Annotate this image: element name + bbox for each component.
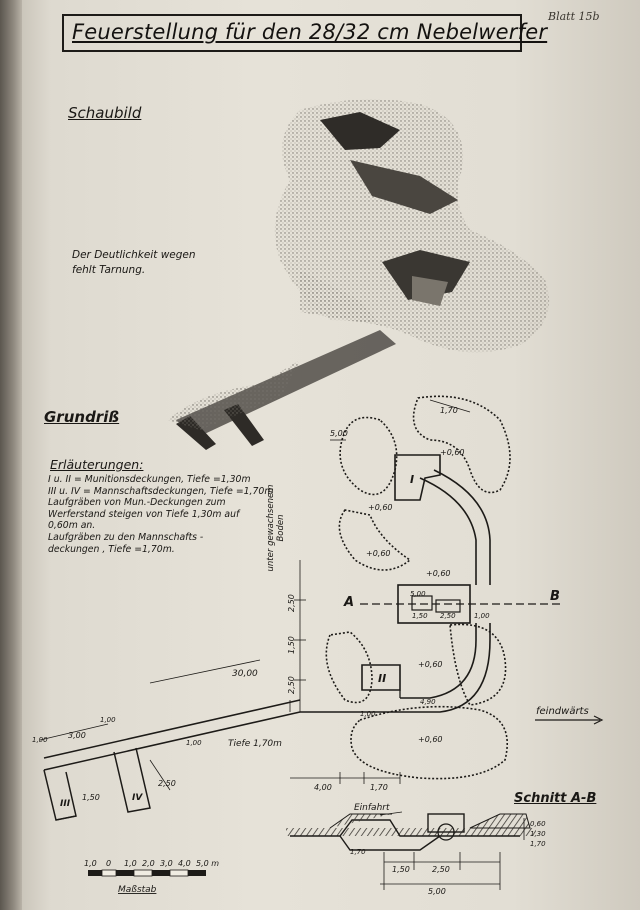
sheet-number: Blatt 15b xyxy=(548,10,600,23)
dim-label: 1,00 xyxy=(186,739,202,747)
dim-label: +0,60 xyxy=(418,660,443,669)
dim-label: 5,00 xyxy=(330,429,348,438)
scale-tick: 5,0 m xyxy=(196,859,219,868)
legend-line: Werferstand steigen von Tiefe 1,30m auf xyxy=(48,508,240,520)
dim-label: 1,70 xyxy=(530,840,546,848)
dim-label: 1,50 xyxy=(412,612,428,620)
dim-label: 1,70 xyxy=(440,406,458,415)
plan-drawing xyxy=(39,395,604,821)
legend-line: Laufgräben von Mun.-Deckungen zum xyxy=(48,497,226,509)
page-title: Feuerstellung für den 28/32 cm Nebelwerf… xyxy=(72,20,548,44)
dim-label: 2,50 xyxy=(287,676,296,694)
earth-mound xyxy=(339,416,398,496)
dim-label: 1,00 xyxy=(474,612,490,620)
binding-edge xyxy=(0,0,22,910)
scale-tick: 4,0 xyxy=(178,859,191,868)
plan-labels: I II III IV A B feindwärts 1,70 5,00 +0,… xyxy=(32,406,589,809)
scale-tick: 3,0 xyxy=(160,859,173,868)
dim-label: 30,00 xyxy=(232,669,258,679)
scale-tick: 1,0 xyxy=(84,859,97,868)
legend-line: deckungen , Tiefe =1,70m. xyxy=(48,543,175,555)
legend-line: 0,60m an. xyxy=(48,520,96,532)
scale-tick: 0 xyxy=(106,859,111,868)
dim-label: 1,50 xyxy=(287,636,296,654)
legend-heading: Erläuterungen: xyxy=(50,457,144,472)
scale-bar: 1,0 0 1,0 2,0 3,0 4,0 5,0 m Maßstab xyxy=(84,859,219,895)
earth-mound xyxy=(350,705,509,780)
dim-label: 1,00 xyxy=(32,736,48,744)
dim-label: 2,50 xyxy=(432,865,450,874)
dim-label: 4,90 xyxy=(420,698,436,706)
dim-label: 1,50 xyxy=(392,865,410,874)
section-drawing: Einfahrt 0,60 1,30 1,70 1,50 2,50 5,00 1… xyxy=(286,803,546,896)
perspective-sketch xyxy=(168,99,550,450)
earth-mound xyxy=(412,395,511,494)
earth-mound xyxy=(325,631,373,704)
earth-mound xyxy=(338,509,412,571)
dim-label: +0,60 xyxy=(426,569,451,578)
section-label: Einfahrt xyxy=(354,803,390,813)
dim-label: 1,50 xyxy=(82,793,100,802)
perspective-heading: Schaubild xyxy=(68,104,142,122)
dim-label: 5,00 xyxy=(428,887,446,896)
dim-label: 1,00 xyxy=(100,716,116,724)
dim-label: 0,60 xyxy=(530,820,546,828)
section-marker-a: A xyxy=(343,595,354,610)
roman-label: III xyxy=(60,799,71,809)
scale-label: Maßstab xyxy=(118,885,157,895)
scale-tick: 2,0 xyxy=(142,859,155,868)
dim-label: Tiefe 1,70m xyxy=(228,739,282,749)
dim-label: +0,60 xyxy=(418,735,443,744)
legend-line: I u. II = Munitionsdeckungen, Tiefe =1,3… xyxy=(48,474,251,485)
legend-line: Laufgräben zu den Mannschafts - xyxy=(48,531,204,543)
title-frame xyxy=(62,14,522,52)
roman-label: I xyxy=(410,473,414,486)
perspective-note: Der Deutlichkeit wegen fehlt Tarnung. xyxy=(72,249,196,276)
section-heading: Schnitt A-B xyxy=(514,791,597,806)
legend-text: I u. II = Munitionsdeckungen, Tiefe =1,3… xyxy=(48,474,288,555)
roman-label: II xyxy=(378,672,386,685)
dim-label: 1,70 xyxy=(350,848,366,856)
dim-label: +0,60 xyxy=(440,448,465,457)
dim-label: 1,00 xyxy=(360,710,376,718)
plan-heading: Grundriß xyxy=(44,408,120,426)
dim-label: 2,50 xyxy=(158,779,176,788)
scale-tick: 1,0 xyxy=(124,859,137,868)
dim-label: 2,50 xyxy=(287,594,296,612)
roman-label: IV xyxy=(132,793,143,803)
section-marker-b: B xyxy=(550,589,560,604)
dim-label: 5,00 xyxy=(410,590,426,598)
earth-mound xyxy=(449,623,507,706)
dim-label: 1,30 xyxy=(530,830,546,838)
legend-line: III u. IV = Mannschaftsdeckungen, Tiefe … xyxy=(48,485,274,497)
dim-label: 1,70 xyxy=(370,783,388,792)
dim-label: +0,60 xyxy=(368,503,393,512)
dugout-I xyxy=(394,454,441,501)
dim-label: 3,00 xyxy=(68,731,86,740)
dim-label: +0,60 xyxy=(366,549,391,558)
dim-label: 4,00 xyxy=(314,783,332,792)
dim-label: 2,50 xyxy=(440,612,456,620)
direction-label: feindwärts xyxy=(536,706,589,717)
